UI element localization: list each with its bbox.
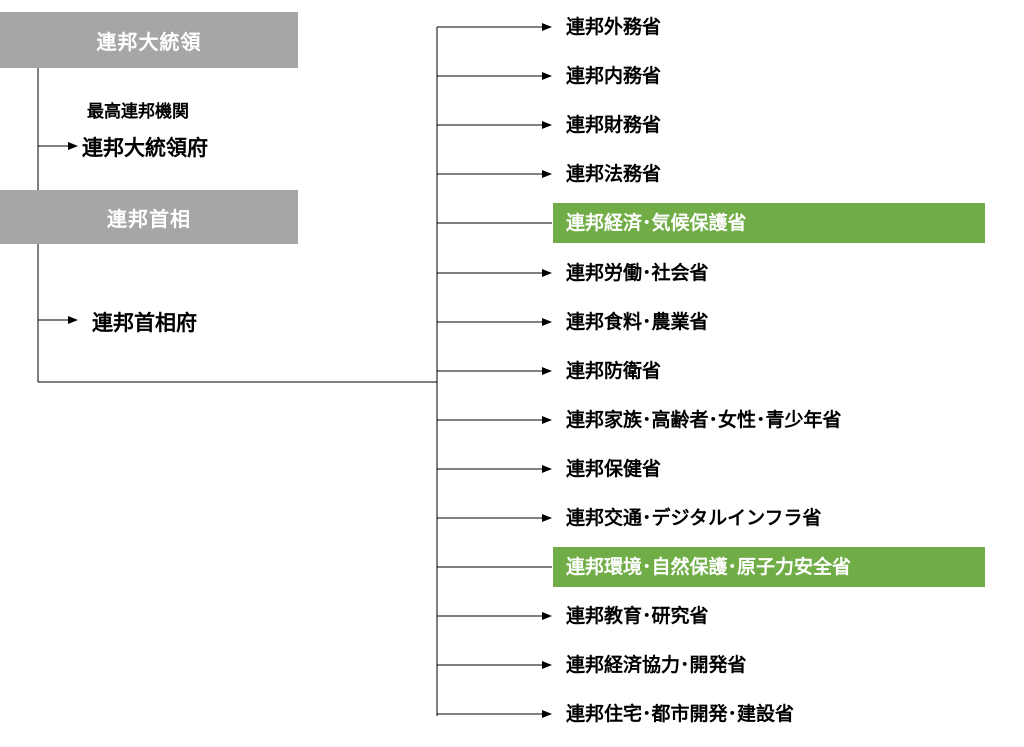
ministry-item: 連邦内務省 — [566, 65, 662, 87]
ministry-item: 連邦食料･農業省 — [566, 311, 709, 333]
ministry-item: 連邦住宅･都市開発･建設省 — [566, 703, 795, 725]
ministry-item: 連邦経済協力･開発省 — [566, 654, 747, 676]
chancellor-box: 連邦首相 — [0, 190, 298, 244]
president-title: 連邦大統領 — [96, 29, 202, 54]
ministry-item: 連邦家族･高齢者･女性･青少年省 — [566, 409, 842, 431]
ministry-item: 連邦財務省 — [566, 114, 662, 136]
president-office-label: 連邦大統領府 — [82, 136, 208, 160]
ministry-item: 連邦労働･社会省 — [566, 262, 709, 284]
chancellor-title: 連邦首相 — [107, 206, 191, 231]
ministry-item: 連邦経済･気候保護省 — [553, 203, 985, 243]
ministry-item: 連邦法務省 — [566, 163, 662, 185]
ministry-item: 連邦環境･自然保護･原子力安全省 — [553, 547, 985, 587]
ministry-item: 連邦防衛省 — [566, 360, 662, 382]
ministry-item: 連邦交通･デジタルインフラ省 — [566, 507, 822, 529]
supreme-federal-organs-label: 最高連邦機関 — [87, 102, 189, 122]
ministry-item: 連邦教育･研究省 — [566, 605, 709, 627]
ministry-item: 連邦外務省 — [566, 16, 662, 38]
chancellor-office-label: 連邦首相府 — [92, 311, 197, 335]
ministry-arrows — [437, 23, 552, 718]
ministry-item: 連邦保健省 — [566, 458, 662, 480]
president-box: 連邦大統領 — [0, 12, 298, 68]
